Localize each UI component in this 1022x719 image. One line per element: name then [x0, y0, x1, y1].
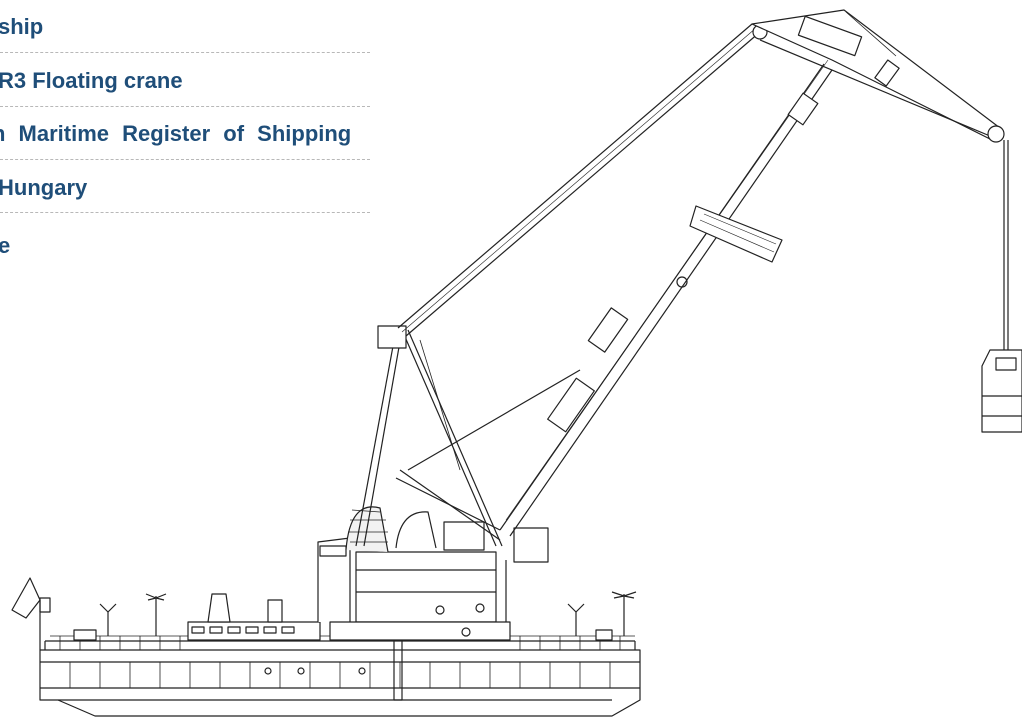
spec-designation: R3 Floating crane [0, 68, 183, 93]
upper-jib [751, 9, 1005, 143]
slewing-house [317, 506, 549, 641]
main-boom [397, 23, 768, 337]
masts-and-lights [11, 577, 637, 650]
flag-icon [11, 577, 41, 619]
spec-vessel-type: ship [0, 14, 44, 39]
spec-extra: e [0, 233, 11, 258]
divider-2 [0, 0, 370, 107]
divider-1 [0, 0, 370, 53]
divider-4 [0, 0, 370, 213]
hull [39, 639, 641, 717]
divider-3 [0, 0, 370, 160]
deck-house [187, 593, 321, 641]
hoist-and-grab [981, 140, 1022, 433]
spec-classification: n Maritime Register of Shipping [0, 121, 352, 146]
a-frame [355, 325, 503, 547]
jib-stay [407, 59, 833, 537]
spec-built-in: Hungary [0, 175, 88, 200]
